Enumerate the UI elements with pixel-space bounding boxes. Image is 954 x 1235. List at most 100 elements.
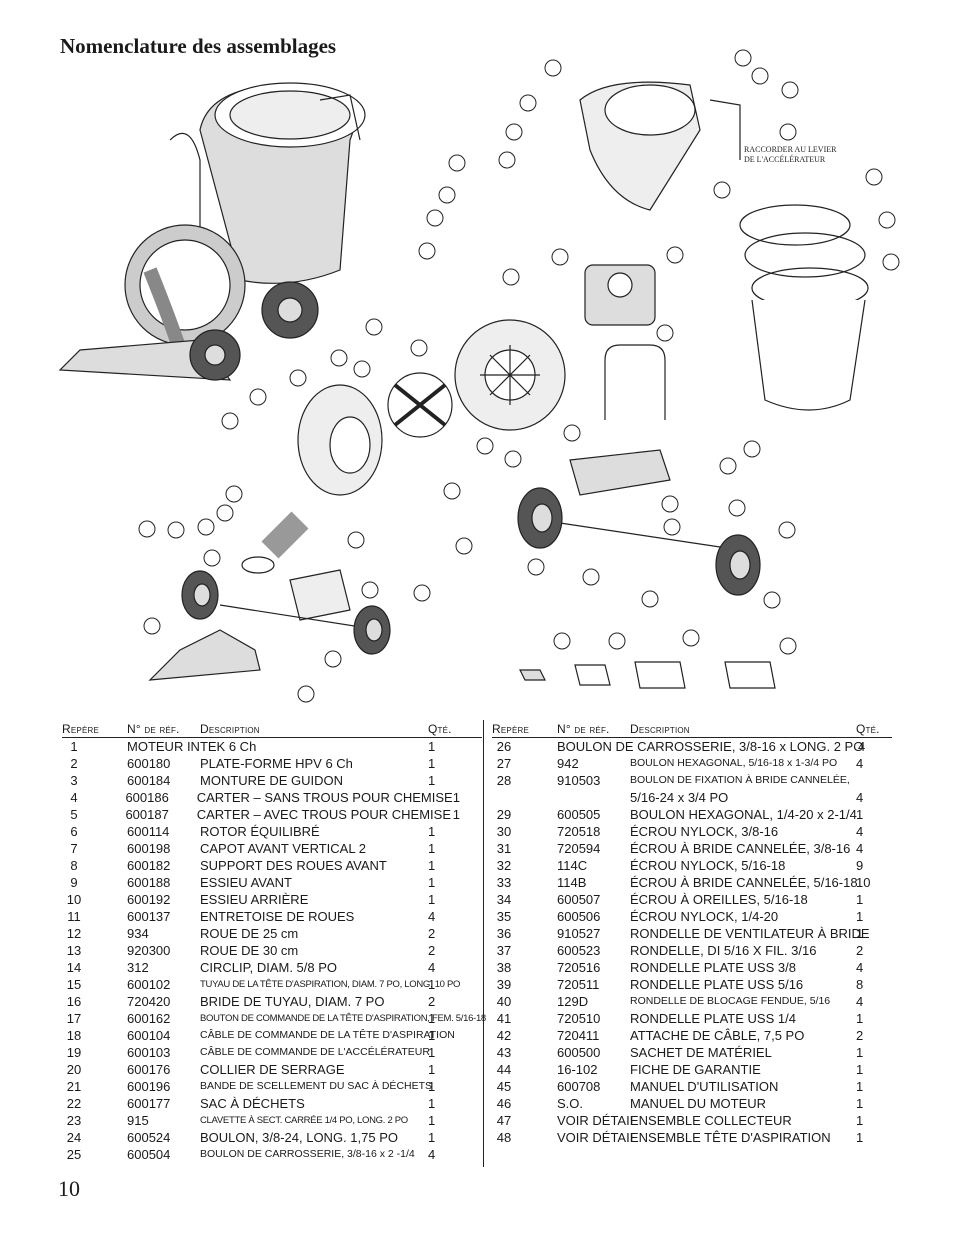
part-qty: 1 (428, 1045, 436, 1060)
part-ref: 600186 (125, 790, 169, 805)
part-ref: 600103 (127, 1045, 171, 1060)
part-qty: 4 (428, 909, 436, 924)
part-ref: 129D (557, 994, 589, 1009)
item-number: 36 (496, 926, 512, 941)
item-number: 32 (496, 858, 512, 873)
part-description: CARTER – SANS TROUS POUR CHEMISE (196, 790, 453, 805)
part-ref: 720510 (557, 1011, 601, 1026)
part-description: BOULON HEXAGONAL, 1/4-20 x 2-1/4 (630, 807, 857, 822)
part-ref: 600188 (127, 875, 171, 890)
part-ref: 600192 (127, 892, 171, 907)
part-qty: 1 (856, 1130, 864, 1145)
fan-housing-illustration (454, 319, 566, 431)
item-number: 11 (67, 909, 81, 924)
item-number: 19 (66, 1045, 82, 1060)
part-ref: 16-102 (557, 1062, 598, 1077)
part-qty: 4 (428, 1147, 436, 1162)
part-qty: 1 (856, 1113, 864, 1128)
part-ref: 114C (557, 858, 588, 873)
part-qty: 1 (428, 892, 436, 907)
part-qty: 1 (428, 1130, 436, 1145)
part-ref: 600504 (127, 1147, 171, 1162)
part-description: ROUE DE 30 cm (200, 943, 299, 958)
accelerator-note-line2: DE L'ACCÉLÉRATEUR (744, 154, 826, 164)
part-description: BOULON HEXAGONAL, 5/16-18 x 1-3/4 PO (630, 757, 838, 769)
page-title: Nomenclature des assemblages (60, 34, 337, 58)
part-description: ENSEMBLE COLLECTEUR (630, 1113, 792, 1128)
part-qty: 9 (856, 858, 864, 873)
part-description: ATTACHE DE CÂBLE, 7,5 PO (630, 1028, 805, 1043)
part-description: RONDELLE PLATE USS 1/4 (630, 1011, 796, 1026)
part-description: SUPPORT DES ROUES AVANT (200, 858, 387, 873)
part-description: SACHET DE MATÉRIEL (630, 1045, 772, 1060)
part-qty: 1 (428, 841, 436, 856)
item-number: 18 (66, 1028, 82, 1043)
part-ref: 720511 (557, 977, 600, 992)
item-number: 2 (70, 756, 78, 771)
item-number: 8 (70, 858, 78, 873)
item-number: 41 (496, 1011, 512, 1026)
part-ref: 942 (557, 756, 579, 771)
part-qty: 1 (856, 909, 864, 924)
part-description: CIRCLIP, DIAM. 5/8 PO (200, 960, 338, 975)
item-number: 45 (496, 1079, 512, 1094)
part-qty: 10 (856, 875, 871, 890)
part-description: ENTRETOISE DE ROUES (200, 909, 355, 924)
part-qty: 1 (428, 824, 436, 839)
part-qty: 1 (428, 977, 436, 992)
part-qty: 2 (856, 943, 864, 958)
part-qty: 1 (428, 1113, 436, 1128)
part-description: CÂBLE DE COMMANDE DE L'ACCÉLÉRATEUR (200, 1046, 430, 1058)
item-number: 48 (496, 1130, 512, 1145)
part-callouts (138, 49, 900, 703)
part-description: COLLIER DE SERRAGE (200, 1062, 345, 1077)
part-ref: 934 (127, 926, 149, 941)
part-qty: 1 (428, 1011, 436, 1026)
part-ref: 920300 (127, 943, 171, 958)
item-number: 6 (70, 824, 78, 839)
part-description: MANUEL D'UTILISATION (630, 1079, 779, 1094)
exploded-parts-diagram: RACCORDER AU LEVIER DE L'ACCÉLÉRATEUR (50, 40, 930, 715)
part-description: ESSIEU AVANT (200, 875, 292, 890)
item-number: 37 (496, 943, 512, 958)
part-ref: 600506 (557, 909, 601, 924)
part-description: MOTEUR INTEK 6 Ch (127, 739, 257, 754)
item-number: 42 (496, 1028, 512, 1043)
part-ref: 114B (557, 875, 587, 890)
part-ref: 600102 (127, 977, 171, 992)
part-qty: 8 (856, 977, 864, 992)
part-ref: 600180 (127, 756, 171, 771)
part-description: RONDELLE, DI 5/16 X FIL. 3/16 (630, 943, 817, 958)
item-number: 34 (496, 892, 512, 907)
item-number: 3 (70, 773, 78, 788)
part-qty: 4 (856, 994, 864, 1009)
part-ref: 915 (127, 1113, 149, 1128)
part-qty: 1 (856, 1045, 864, 1060)
part-description: 5/16-24 x 3/4 PO (630, 790, 729, 805)
part-description: BOULON DE CARROSSERIE, 3/8-16 x LONG. 2 … (557, 739, 864, 754)
item-number: 13 (66, 943, 82, 958)
part-ref: 600137 (127, 909, 171, 924)
part-description: ÉCROU NYLOCK, 5/16-18 (630, 858, 786, 873)
part-qty: 1 (428, 756, 436, 771)
part-qty: 1 (428, 875, 436, 890)
part-ref: 600182 (127, 858, 171, 873)
engine-illustration (584, 264, 656, 326)
part-qty: 1 (428, 1079, 436, 1094)
